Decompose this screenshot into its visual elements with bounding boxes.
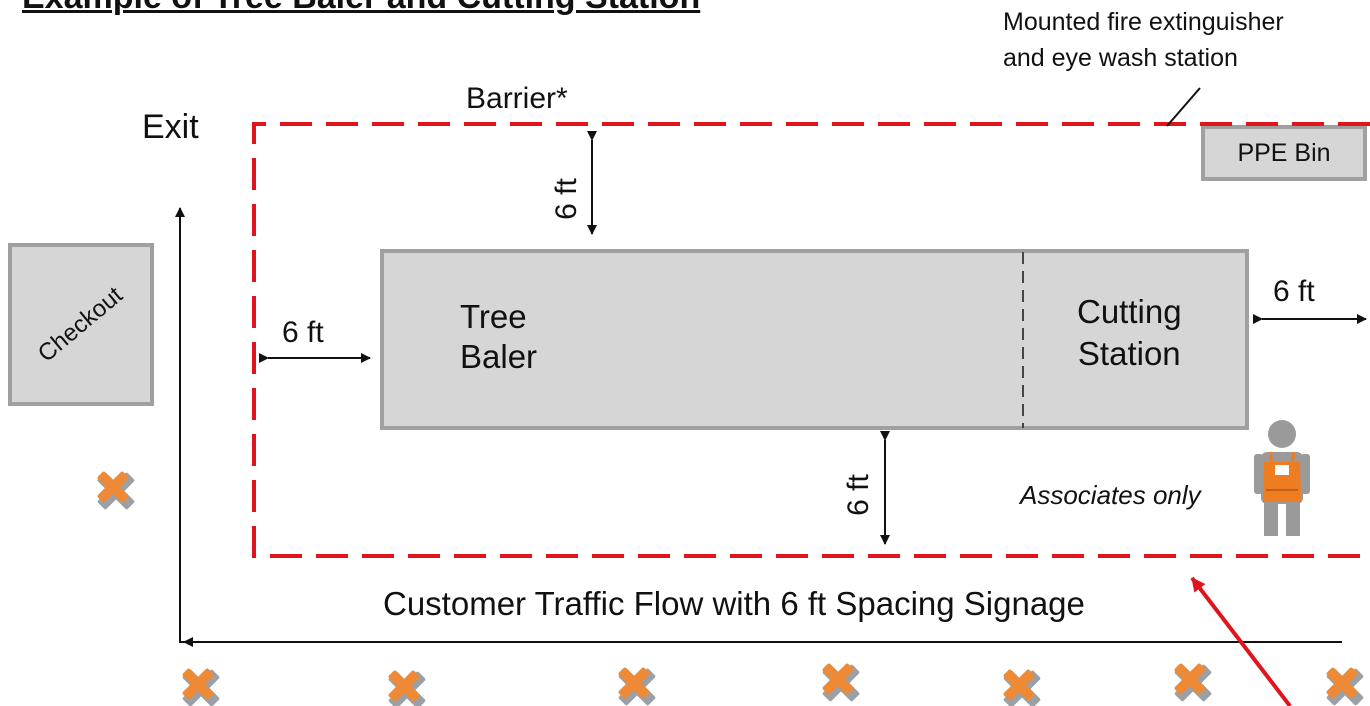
x-mark-icon: [821, 662, 861, 703]
x-mark-icon: [1002, 668, 1042, 706]
traffic-flow-arrow: [175, 207, 1342, 643]
checkout-box: Checkout: [8, 243, 154, 406]
x-mark-icon: [387, 669, 427, 706]
associates-only-label: Associates only: [1020, 480, 1201, 510]
x-mark-icon: [617, 666, 657, 706]
right-clearance-label: 6 ft: [1273, 275, 1315, 308]
baler-cutting-station: [380, 249, 1249, 430]
barrier-label: Barrier*: [466, 82, 568, 115]
tree-baler-label: Tree Baler: [460, 298, 538, 375]
associate-person-icon: [1254, 420, 1310, 536]
top-clearance-label: 6 ft: [550, 178, 583, 220]
diagram-title: Example of Tree Baler and Cutting Statio…: [22, 0, 700, 17]
barrier-pointer-arrow: [1190, 576, 1292, 706]
x-mark-icon: [181, 667, 221, 706]
x-mark-icon: [1173, 662, 1213, 703]
traffic-flow-label: Customer Traffic Flow with 6 ft Spacing …: [383, 585, 1085, 622]
exit-label: Exit: [142, 108, 199, 146]
equipment-note-line-1: Mounted fire extinguisher: [1003, 8, 1284, 36]
equipment-note: Mounted fire extinguisher and eye wash s…: [1003, 4, 1284, 76]
x-mark-icon: [1325, 666, 1365, 706]
equipment-note-line-2: and eye wash station: [1003, 44, 1238, 72]
barrier-boundary: [252, 122, 1370, 558]
ppe-bin: PPE Bin: [1201, 125, 1367, 181]
equipment-note-pointer: [1166, 87, 1201, 127]
x-mark-icon: [96, 470, 136, 511]
bottom-clearance-label: 6 ft: [842, 474, 875, 516]
ppe-bin-label: PPE Bin: [1237, 138, 1331, 167]
cutting-station-label: Cutting Station: [1077, 293, 1182, 372]
left-clearance-label: 6 ft: [282, 316, 324, 349]
